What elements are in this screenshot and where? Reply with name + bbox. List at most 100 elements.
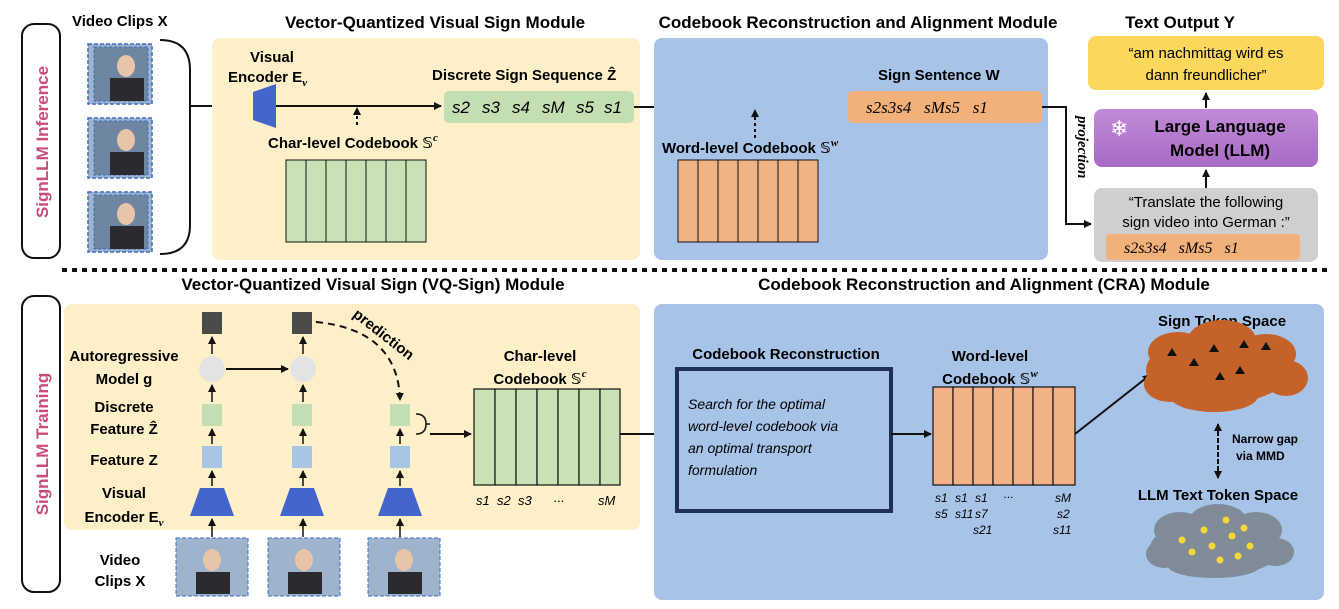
feature-label: Feature Z [90, 452, 158, 469]
inference-prompt-line-1: “Translate the following [1129, 194, 1284, 211]
mmd-gap-label-2: via MMD [1236, 449, 1285, 463]
word-axis-label: sM [1055, 491, 1071, 505]
inference-token: s2 [452, 98, 471, 117]
training-char-codebook-label-2: Codebook 𝕊c [493, 368, 586, 388]
inference-token: s4 [512, 98, 530, 117]
inference-token: s5 [576, 98, 595, 117]
inference-token: s1 [604, 98, 622, 117]
inference-video-clips-label: Video Clips X [72, 13, 168, 30]
inference-char-codebook [285, 159, 427, 243]
training-vq-title: Vector-Quantized Visual Sign (VQ-Sign) M… [181, 275, 564, 294]
training-column-3 [367, 404, 441, 597]
discrete-label-2: Feature Ẑ [90, 420, 158, 438]
video-label-1: Video [100, 552, 141, 569]
codebook-recon-line: word-level codebook via [688, 418, 838, 434]
word-axis-label: s1 [935, 491, 948, 505]
word-axis-label: s5 [935, 507, 948, 521]
training-row-labels: Autoregressive Model g Discrete Feature … [69, 348, 178, 590]
training-column-2 [267, 312, 341, 597]
sign-token-markers [1167, 340, 1271, 380]
training-cra-title: Codebook Reconstruction and Alignment (C… [758, 275, 1210, 294]
inference-sign-sentence-text: s2s3s4 sMs5 s1 [866, 98, 988, 117]
encoder-label-2: Encoder Ev [84, 509, 163, 529]
codebook-recon-box [675, 367, 893, 513]
sign-token-cloud [1144, 320, 1308, 412]
training-char-codebook-label-1: Char-level [504, 348, 577, 365]
inference-llm-line-1: Large Language [1154, 117, 1285, 136]
codebook-recon-line: Search for the optimal [688, 396, 826, 412]
char-axis-label: sM [598, 493, 616, 508]
inference-discrete-seq-label: Discrete Sign Sequence Ẑ [432, 66, 616, 84]
training-word-codebook-label-2: Codebook 𝕊w [942, 368, 1038, 388]
training-word-codebook-label-1: Word-level [952, 348, 1028, 365]
inference-prompt-line-2: sign video into German :” [1122, 214, 1290, 231]
mmd-gap-label-1: Narrow gap [1232, 432, 1298, 446]
inference-video-clip-1 [87, 43, 153, 105]
snowflake-icon: ❄ [1110, 116, 1128, 141]
inference-llm-box [1094, 109, 1318, 167]
training-char-codebook [473, 388, 621, 486]
codebook-recon-line: an optimal transport [688, 440, 813, 456]
word-axis-label: s1 [955, 491, 968, 505]
inference-video-clip-3 [87, 191, 153, 253]
inference-token: sM [542, 98, 566, 117]
codebook-recon-title: Codebook Reconstruction [692, 346, 880, 363]
inference-char-codebook-label: Char-level Codebook 𝕊c [268, 132, 438, 152]
char-axis-label: ... [554, 490, 565, 505]
codebook-recon-text: Search for the optimal word-level codebo… [688, 396, 838, 478]
llm-space-label: LLM Text Token Space [1138, 487, 1298, 504]
training-word-codebook [932, 386, 1076, 486]
inference-token: s3 [482, 98, 501, 117]
inference-output-line-1: “am nachmittag wird es [1128, 45, 1283, 62]
llm-token-markers [1178, 516, 1254, 564]
training-word-axis: s1 s1 s1 ... sM s5 s11 s7 s2 s21 s11 [935, 487, 1071, 537]
inference-sign-sentence-box [848, 91, 1042, 123]
inference-word-codebook [677, 159, 819, 243]
word-axis-label: s11 [1053, 523, 1071, 537]
encoder-label-1: Visual [102, 485, 146, 502]
inference-prompt-tokens: s2s3s4 sMs5 s1 [1124, 240, 1239, 257]
inference-side-label: SignLLM Inference [33, 66, 52, 218]
inference-encoder-label-2: Encoder Ev [228, 69, 307, 89]
llm-token-cloud [1146, 504, 1294, 578]
autoregressive-label-2: Model g [96, 371, 153, 388]
discrete-label-1: Discrete [94, 399, 153, 416]
inference-projection-arrow [1042, 106, 1092, 228]
word-axis-label: s1 [975, 491, 988, 505]
codebook-recon-line: formulation [688, 462, 757, 478]
prediction-arrow [315, 321, 404, 401]
inference-side-panel [21, 23, 61, 259]
inference-vq-title: Vector-Quantized Visual Sign Module [285, 13, 585, 32]
inference-prompt-token-box [1106, 234, 1300, 260]
word-axis-label: s2 [1057, 507, 1070, 521]
training-char-axis: s1 s2 s3 ... sM [476, 490, 616, 508]
inference-word-codebook-label: Word-level Codebook 𝕊w [662, 137, 839, 157]
training-side-label: SignLLM Training [33, 373, 52, 516]
inference-text-output-title: Text Output Y [1125, 13, 1236, 32]
inference-sign-sentence-label: Sign Sentence W [878, 67, 1001, 84]
inference-discrete-tokens: s2 s3 s4 sM s5 s1 [452, 98, 622, 117]
char-axis-label: s2 [497, 493, 512, 508]
video-label-2: Clips X [95, 573, 146, 590]
inference-output-box [1088, 36, 1324, 90]
inference-discrete-seq-box [444, 91, 634, 123]
inference-output-line-2: dann freundlicher” [1146, 67, 1267, 84]
inference-encoder-label-1: Visual [250, 49, 294, 66]
word-codebook-to-sign-space-arrow [1074, 374, 1151, 435]
inference-visual-encoder [253, 84, 276, 128]
char-axis-label: s1 [476, 493, 490, 508]
inference-llm-line-2: Model (LLM) [1170, 141, 1270, 160]
autoregressive-label-1: Autoregressive [69, 348, 178, 365]
word-axis-label: s7 [975, 507, 989, 521]
training-column-1 [175, 312, 249, 597]
inference-projection-label: projection [1074, 114, 1090, 179]
word-axis-label: ... [1004, 487, 1014, 501]
char-axis-label: s3 [518, 493, 533, 508]
inference-clips-bracket [159, 39, 191, 255]
inference-video-clip-2 [87, 117, 153, 179]
word-axis-label: s21 [973, 523, 992, 537]
training-side-panel [21, 295, 61, 593]
word-axis-label: s11 [955, 507, 973, 521]
training-feature-bracket [415, 413, 430, 435]
